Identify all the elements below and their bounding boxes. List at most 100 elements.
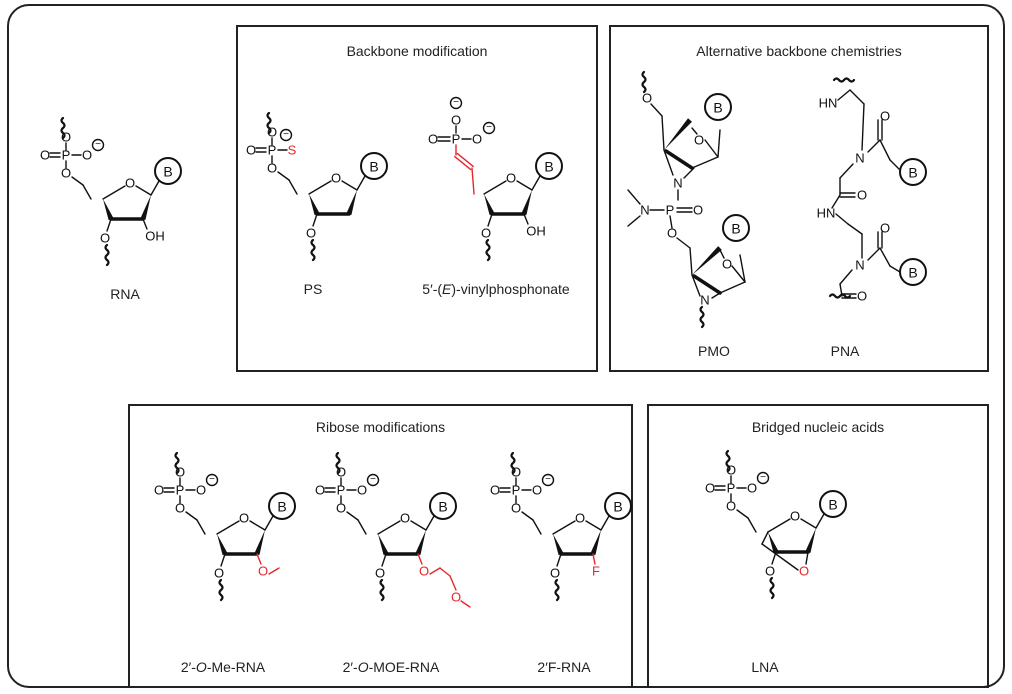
ring-oxygen: O xyxy=(790,509,800,524)
phosphorus-atom: P xyxy=(727,481,736,496)
bond xyxy=(627,215,641,227)
wavy-bond xyxy=(379,578,385,602)
wavy-bond xyxy=(510,451,516,475)
charge-symbol: − xyxy=(370,474,376,485)
bond xyxy=(556,553,562,567)
base-circle xyxy=(429,492,457,520)
ring-oxygen: O xyxy=(575,511,585,526)
bond xyxy=(711,292,721,299)
bond xyxy=(650,103,663,117)
bond xyxy=(377,520,401,535)
bond xyxy=(767,518,791,533)
phosphorus-atom: P xyxy=(666,203,675,218)
bond xyxy=(736,509,749,519)
wavy-bond xyxy=(60,116,66,140)
oxygen-atom: O xyxy=(428,132,438,147)
bond xyxy=(867,139,881,153)
base-circle xyxy=(819,490,847,518)
oxygen-atom: O xyxy=(40,148,50,163)
bond xyxy=(288,179,298,195)
wedge-bond xyxy=(346,190,357,215)
bond xyxy=(839,163,854,179)
carbonyl-oxygen: O xyxy=(880,221,890,236)
wedge-bond xyxy=(378,534,389,555)
oxygen-atom: O xyxy=(82,148,92,163)
bond xyxy=(683,167,695,179)
charge-circle xyxy=(366,473,380,487)
amine-group: HN xyxy=(817,206,836,221)
wavy-bond xyxy=(641,70,647,94)
bond xyxy=(831,194,841,209)
nitrogen-atom: N xyxy=(855,258,864,273)
bond xyxy=(815,513,825,529)
bond xyxy=(669,215,673,229)
oxygen-atom: O xyxy=(511,465,521,480)
label-part: 2′- xyxy=(342,659,358,675)
wavy-bond xyxy=(310,238,316,262)
bond xyxy=(761,531,769,545)
bond xyxy=(102,185,126,200)
wavy-bond xyxy=(725,449,731,473)
oxygen-atom: O xyxy=(246,143,256,158)
wavy-bond xyxy=(554,578,560,602)
hydroxyl-group: OH xyxy=(145,229,165,244)
wavy-bond xyxy=(174,451,180,475)
bond xyxy=(381,553,387,567)
oxygen-atom: O xyxy=(214,566,224,581)
oxygen-atom: O xyxy=(61,130,71,145)
wavy-bond xyxy=(699,305,705,329)
bond xyxy=(425,515,435,531)
phosphorus-atom: P xyxy=(62,148,71,163)
bond xyxy=(417,553,423,565)
phosphorus-atom: P xyxy=(268,143,277,158)
bond xyxy=(661,115,665,151)
bond xyxy=(82,184,92,200)
label-part: )-vinylphosphonate xyxy=(451,281,570,297)
bond xyxy=(849,89,865,105)
label-part: 5′-( xyxy=(422,281,443,297)
wedge-bond xyxy=(140,195,151,220)
wedge-bond xyxy=(217,534,228,555)
bond xyxy=(689,247,693,276)
wedge-bond xyxy=(692,246,722,275)
charge-circle xyxy=(91,138,105,152)
oxygen-atom: O xyxy=(765,564,775,579)
bond xyxy=(704,139,719,158)
panel-alternative-backbone: Alternative backbone chemistries xyxy=(609,25,989,372)
bond xyxy=(739,254,746,283)
bond xyxy=(717,129,721,158)
bond xyxy=(135,185,152,196)
wedge-bond xyxy=(664,118,692,150)
oxygen-atom: O xyxy=(693,203,703,218)
bond xyxy=(256,553,262,565)
oxygen-atom: O xyxy=(336,501,346,516)
bond xyxy=(761,543,799,571)
ring-oxygen: O xyxy=(694,133,704,148)
wedge-bond xyxy=(768,532,779,553)
methoxy-oxygen: O xyxy=(258,564,268,579)
oxygen-atom: O xyxy=(550,566,560,581)
bond xyxy=(837,89,851,101)
base-label: B xyxy=(731,221,740,237)
ring-oxygen: O xyxy=(331,171,341,186)
bond xyxy=(196,519,206,535)
wedge-bond xyxy=(590,530,601,555)
sulfur-atom: S xyxy=(288,143,297,158)
label-italic: O xyxy=(357,659,369,675)
bond xyxy=(249,520,266,531)
bond xyxy=(719,281,746,294)
bond xyxy=(356,175,366,191)
carbonyl-oxygen: O xyxy=(880,109,890,124)
wavy-bond xyxy=(832,77,856,83)
panel-title: Ribose modifications xyxy=(315,419,446,435)
ring-oxygen: O xyxy=(722,257,732,272)
bond xyxy=(800,518,817,529)
bond xyxy=(150,180,160,196)
oxygen-atom: O xyxy=(336,465,346,480)
charge-symbol: − xyxy=(545,474,551,485)
oxygen-atom: O xyxy=(154,483,164,498)
ring-oxygen: O xyxy=(400,511,410,526)
bond xyxy=(341,180,358,191)
bond xyxy=(663,149,674,176)
amine-group: HN xyxy=(819,96,838,111)
